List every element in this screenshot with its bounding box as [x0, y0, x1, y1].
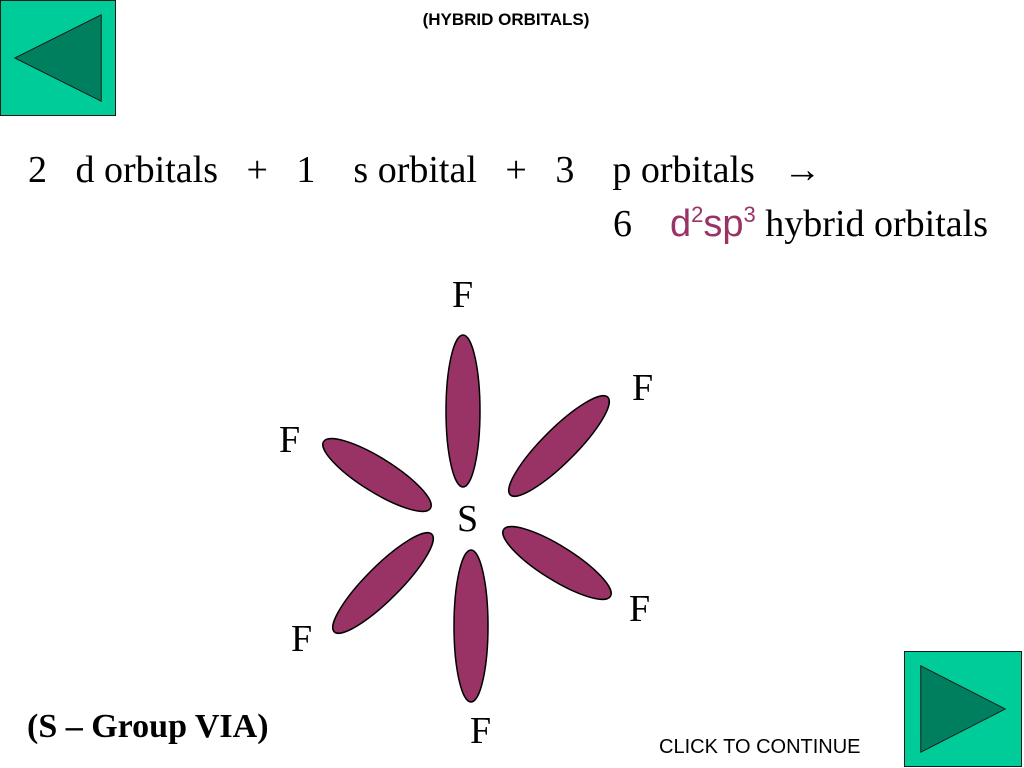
ligand-label-top: F: [452, 274, 474, 316]
ligand-label-lower-left: F: [291, 618, 313, 660]
slide-title: (HYBRID ORBITALS): [422, 10, 590, 29]
ligand-label-bottom: F: [470, 710, 492, 752]
hybrid-count: 6: [613, 203, 671, 245]
hybrid-d-exponent: 2: [691, 202, 704, 227]
next-button[interactable]: [904, 651, 1022, 767]
ligand-label-upper-left: F: [279, 419, 301, 461]
orbital-lobe-bottom: [453, 549, 489, 703]
orbital-lobe-upper-left: [322, 437, 432, 513]
next-arrow-icon: [905, 652, 1021, 766]
orbital-lobe-top: [445, 334, 481, 488]
equation-line-2: 6 d2sp3 hybrid orbitals: [613, 202, 988, 246]
orbital-lobe-lower-left: [332, 532, 434, 634]
back-button[interactable]: [0, 0, 116, 116]
back-arrow-icon: [1, 1, 115, 115]
hybrid-d: d: [670, 203, 692, 245]
center-atom-label: S: [457, 498, 479, 540]
orbital-lobe-lower-right: [502, 525, 612, 601]
group-label: (S – Group VIA): [27, 708, 269, 745]
hybrid-sp: sp: [703, 203, 744, 245]
orbital-lobe-upper-right: [508, 395, 610, 497]
equation-line-1: 2 d orbitals + 1 s orbital + 3 p orbital…: [28, 149, 822, 191]
ligand-label-upper-right: F: [632, 367, 654, 409]
click-to-continue-link[interactable]: CLICK TO CONTINUE: [659, 736, 861, 758]
ligand-label-lower-right: F: [629, 588, 651, 630]
hybrid-sp-exponent: 3: [743, 202, 756, 227]
hybrid-notation: d2sp3: [670, 203, 756, 245]
hybrid-rest: hybrid orbitals: [755, 203, 988, 245]
